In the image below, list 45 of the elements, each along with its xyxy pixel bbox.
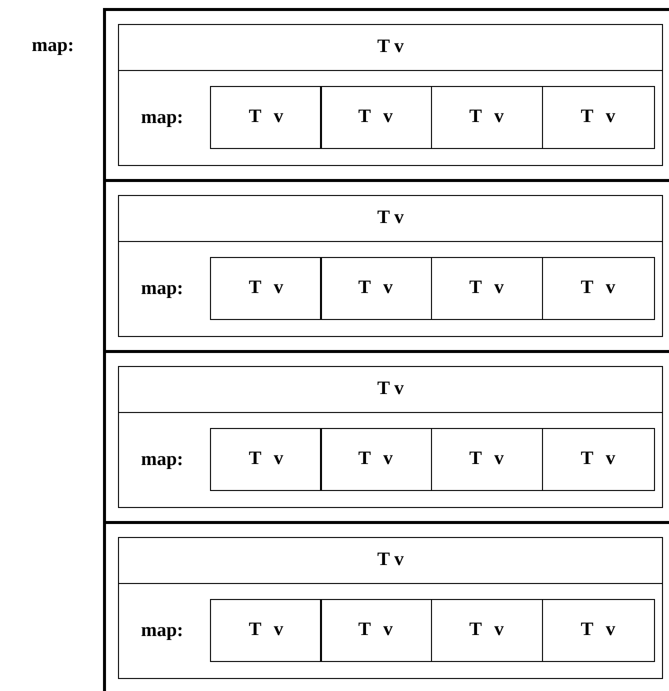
value-box xyxy=(542,599,654,662)
type-label: T v xyxy=(376,207,405,229)
type-label: T v xyxy=(357,448,394,470)
entry-panel xyxy=(118,537,663,679)
type-label: T v xyxy=(580,448,616,470)
value-box xyxy=(210,86,322,149)
value-box xyxy=(210,599,322,662)
type-label: T v xyxy=(580,619,616,641)
type-label: T v xyxy=(376,549,405,571)
entry-panel xyxy=(118,195,663,337)
type-label: T v xyxy=(468,106,505,128)
type-label: T v xyxy=(468,277,505,299)
type-label: T v xyxy=(580,277,616,299)
type-label: T v xyxy=(248,448,284,470)
entry-panel xyxy=(118,366,663,508)
value-box xyxy=(210,257,322,320)
type-label: T v xyxy=(357,619,394,641)
map-label: map: xyxy=(141,449,184,471)
type-label: T v xyxy=(248,106,284,128)
type-label: T v xyxy=(468,448,505,470)
type-label: T v xyxy=(357,277,394,299)
value-box xyxy=(430,599,542,662)
type-label: T v xyxy=(376,36,405,58)
value-box xyxy=(430,86,542,149)
value-box xyxy=(542,86,654,149)
value-box xyxy=(320,428,432,491)
type-label: T v xyxy=(376,378,405,400)
value-box xyxy=(320,599,432,662)
type-label: T v xyxy=(357,106,394,128)
type-label: T v xyxy=(248,277,284,299)
value-box xyxy=(320,257,432,320)
value-box xyxy=(430,428,542,491)
map-label: map: xyxy=(141,620,184,642)
type-label: T v xyxy=(248,619,284,641)
map-label: map: xyxy=(32,35,74,57)
map-label: map: xyxy=(141,278,184,300)
type-label: T v xyxy=(468,619,505,641)
type-label: T v xyxy=(580,106,616,128)
value-box xyxy=(320,86,432,149)
value-box xyxy=(430,257,542,320)
value-box xyxy=(542,428,654,491)
entry-panel xyxy=(118,24,663,166)
value-box xyxy=(210,428,322,491)
value-box xyxy=(542,257,654,320)
map-label: map: xyxy=(141,107,184,129)
